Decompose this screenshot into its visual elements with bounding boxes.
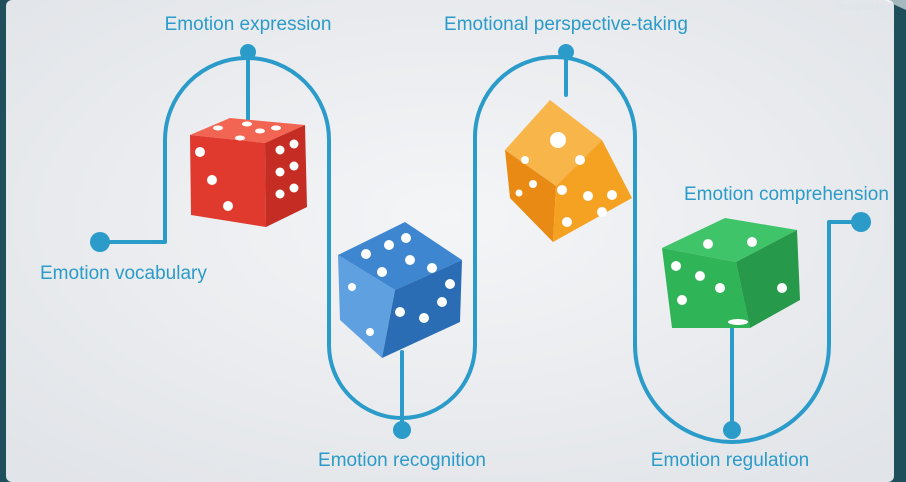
connector-path — [98, 52, 863, 444]
label-emotion-regulation: Emotion regulation — [651, 450, 809, 471]
green-die-icon — [662, 218, 800, 328]
node-dot-vocabulary — [90, 232, 110, 252]
label-emotion-expression: Emotion expression — [165, 14, 332, 35]
label-emotion-recognition: Emotion recognition — [318, 450, 486, 471]
node-dot-regulation — [723, 421, 741, 439]
node-dot-comprehension — [851, 212, 871, 232]
node-dot-recognition — [393, 421, 411, 439]
designer-credit: Designed by F — [836, 2, 894, 11]
label-emotion-comprehension: Emotion comprehension — [684, 184, 889, 205]
node-dot-expression — [240, 44, 256, 60]
label-emotional-perspective-taking: Emotional perspective-taking — [444, 14, 688, 35]
corner-triangle-icon — [884, 0, 906, 10]
node-dot-perspective — [558, 44, 574, 60]
red-die-icon — [190, 118, 307, 227]
orange-die-icon — [505, 100, 632, 242]
blue-die-icon — [338, 222, 462, 358]
label-emotion-vocabulary: Emotion vocabulary — [40, 263, 207, 284]
